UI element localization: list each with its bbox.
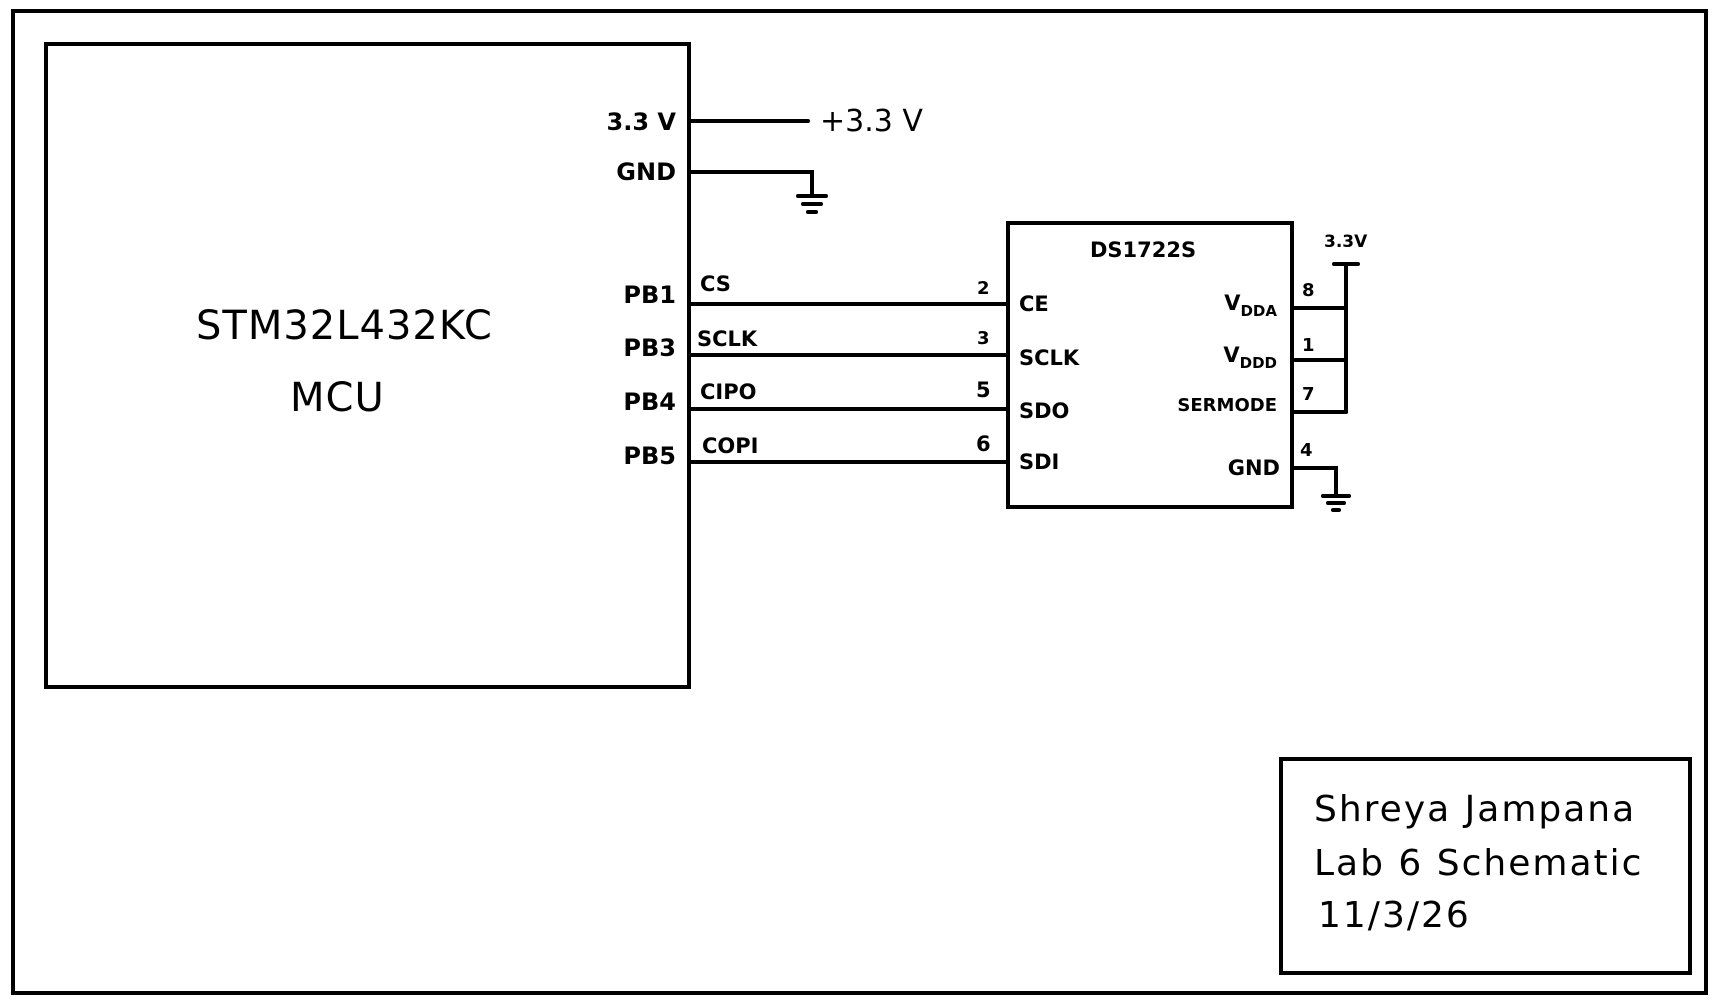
- sensor-pin-ce-label: CE: [1019, 292, 1049, 316]
- sensor-pin-number-4: 4: [1300, 440, 1313, 461]
- sensor-pin-number-7: 7: [1302, 384, 1315, 405]
- mcu-name: STM32L432KC: [196, 303, 493, 349]
- sensor-pin-number-5: 5: [976, 378, 991, 402]
- mcu-box: [44, 42, 691, 689]
- title-name: Lab 6 Schematic: [1314, 843, 1644, 884]
- sensor-pin-sdo-label: SDO: [1019, 399, 1070, 423]
- wire-gnd: [687, 170, 814, 196]
- outer-frame: [11, 9, 1708, 995]
- sensor-pin-sermode-label: SERMODE: [1177, 395, 1277, 416]
- wire-sensor-gnd: [1290, 466, 1338, 496]
- signal-cs-label: CS: [700, 272, 731, 296]
- signal-cipo-label: CIPO: [700, 380, 757, 404]
- sensor-name: DS1722S: [1090, 238, 1197, 262]
- pin-pb3-label: PB3: [623, 334, 676, 362]
- title-block-box: [1279, 757, 1692, 975]
- title-author: Shreya Jampana: [1314, 789, 1637, 830]
- pin-pb4-label: PB4: [623, 388, 676, 416]
- pin-3v3-label: 3.3 V: [606, 108, 676, 136]
- sensor-pin-sdi-label: SDI: [1019, 450, 1060, 474]
- net-3v3-label: +3.3 V: [820, 104, 923, 139]
- sensor-pin-vdda-label: VDDA: [1224, 291, 1277, 320]
- sensor-pin-gnd-label: GND: [1227, 456, 1280, 480]
- sensor-pin-vddd-label: VDDD: [1223, 343, 1277, 372]
- pin-gnd-label: GND: [616, 158, 676, 186]
- sensor-pin-number-3: 3: [977, 328, 990, 349]
- pin-pb1-label: PB1: [623, 281, 676, 309]
- sensor-pin-number-6: 6: [976, 432, 991, 456]
- sensor-pin-sclk-label: SCLK: [1019, 346, 1080, 370]
- signal-copi-label: COPI: [702, 434, 759, 458]
- mcu-type: MCU: [290, 375, 385, 421]
- title-date: 11/3/26: [1318, 895, 1471, 936]
- pin-pb5-label: PB5: [623, 442, 676, 470]
- sensor-box: [1006, 221, 1294, 509]
- sensor-pin-number-2: 2: [977, 278, 990, 299]
- sensor-pin-number-8: 8: [1302, 280, 1315, 301]
- signal-sclk-label: SCLK: [697, 327, 758, 351]
- sensor-pin-number-1: 1: [1302, 335, 1315, 356]
- sensor-supply-label: 3.3V: [1324, 232, 1368, 252]
